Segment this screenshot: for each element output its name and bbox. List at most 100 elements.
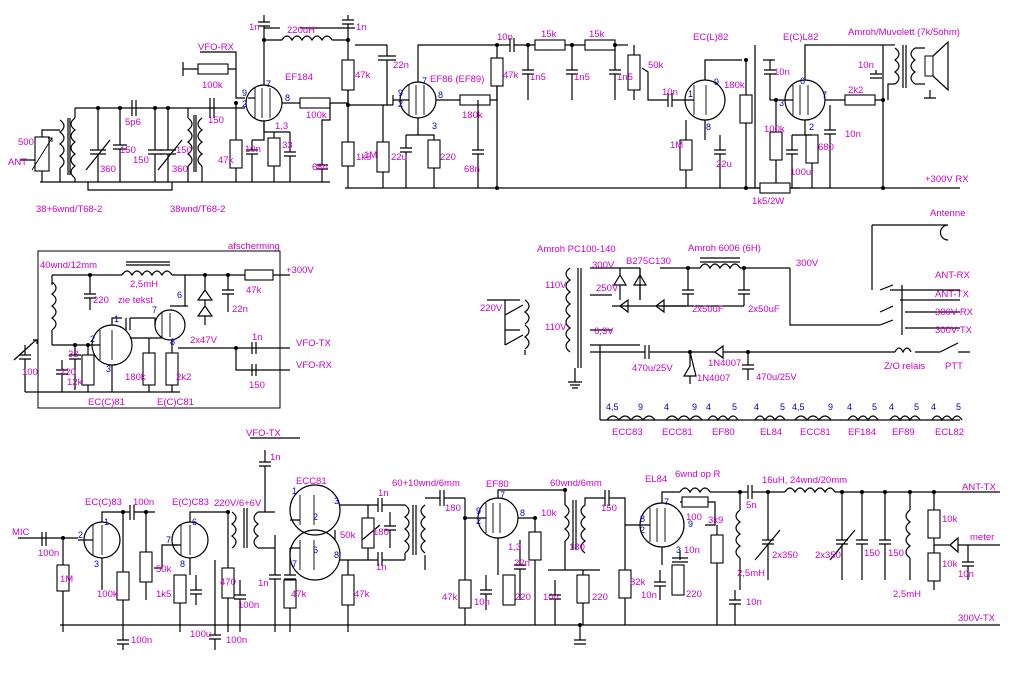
label-c-100u: 100u: [790, 167, 811, 178]
tx-coil-d-label: 16uH, 24wnd/20mm: [762, 475, 847, 486]
psu-c-50u-a-label: 2x50uF: [692, 304, 724, 315]
labels-power-supply: Amroh PC100-140 220V 110V 110V 300V 250V…: [480, 208, 974, 438]
tx-300v-tx-label: 300V-TX: [958, 613, 996, 624]
tx-c-1n-b-label: 1n: [258, 578, 269, 589]
tx-r-47k-c-label: 47k: [442, 592, 458, 603]
pin-label: 7: [822, 90, 827, 100]
pin-label: 6: [192, 517, 197, 527]
tx-tube-ecc83-b-label: E(C)C83: [172, 497, 209, 508]
tx-r-3k9-label: 3k9: [708, 515, 723, 526]
tx-c-180-a-label: 180: [373, 527, 389, 538]
pin-label: 4: [889, 402, 894, 412]
psu-63v-label: 6,3V: [594, 326, 614, 337]
label-c-150-b: 150: [133, 155, 149, 166]
label-c-150-a: 150: [120, 145, 136, 156]
tx-r-1k5-label: 1k5: [156, 589, 171, 600]
psu-c-470u-a-label: 470u/25V: [632, 363, 673, 374]
pin-label: 2: [313, 512, 318, 522]
vfo-choke-label: 2,5mH: [130, 279, 158, 290]
label-r-1m-a: 1M: [364, 150, 377, 161]
tx-c-100n-c-label: 100n: [131, 635, 152, 646]
psu-c-470u-b-label: 470u/25V: [756, 372, 797, 383]
psu-d-a-label: 1N4007: [708, 358, 741, 369]
label-c-360-b: 360: [172, 164, 188, 175]
label-c-22n: 22n: [393, 60, 409, 71]
label-c-5p6: 5p6: [125, 117, 141, 128]
tx-c-150-c-label: 150: [888, 548, 904, 559]
vfo-r-12k-label: 12k: [67, 377, 83, 388]
pin-label: 9: [714, 77, 719, 87]
filament-tube-label: EF89: [892, 427, 915, 438]
tx-tube-ecc81-label: ECC81: [296, 476, 327, 487]
pin-label: 9: [688, 519, 693, 529]
vfo-rx-label: VFO-RX: [198, 42, 235, 53]
pin-label: 3: [779, 98, 784, 108]
psu-choke-label: Amroh 6006 (6H): [688, 243, 761, 254]
tx-c-5n-label: 5n: [746, 500, 757, 511]
psu-ant-rx-label: ANT-RX: [935, 270, 971, 281]
vfo-coil-label: 40wnd/12mm: [40, 260, 97, 271]
pin-label: 2: [640, 525, 645, 535]
pin-label: 6: [177, 290, 182, 300]
label-r-2k2-a: 2k2: [848, 85, 863, 96]
coil-b-label: 38wnd/T68-2: [170, 204, 225, 215]
vfo-c-100-label: 100: [22, 367, 38, 378]
tx-r-220-a-label: 220: [515, 592, 531, 603]
labels-transmitter: VFO-TX MIC 100n 1M EC(C)83 100n 100k 100…: [12, 428, 996, 646]
tx-ant-tx-label: ANT-TX: [962, 482, 996, 493]
psu-250v-label: 250V: [596, 283, 619, 294]
power-supply-section: [487, 224, 970, 422]
pin-label: 1: [292, 486, 297, 496]
psu-bridge-label: B275C130: [626, 256, 671, 267]
labels-vfo: afscherming 40wnd/12mm 2,5mH 220 zie tek…: [22, 241, 333, 408]
pin-label: 9: [638, 402, 643, 412]
pin-label: 3: [432, 121, 437, 131]
pin-label: 6: [800, 76, 805, 86]
pin-label: 2: [398, 99, 403, 109]
pin-label: 6: [313, 545, 318, 555]
label-r-180k-b: 180k: [724, 80, 745, 91]
label-c-10n-e: 10n: [845, 129, 861, 140]
label-r-47k-b: 47k: [218, 155, 234, 166]
vfo-plus300-label: +300V: [286, 265, 314, 276]
tube-ef86-label: EF86 (EF89): [430, 74, 484, 85]
tx-r-10k-a-label: 10k: [942, 514, 958, 525]
label-c-150-d: 150: [208, 115, 224, 126]
tx-r-100k-label: 100k: [97, 589, 118, 600]
pin-label: 3: [334, 496, 339, 506]
pin-label: 2: [476, 516, 481, 526]
tx-c-100n-a-label: 100n: [38, 548, 59, 559]
label-l-220uh: 220uH: [287, 25, 315, 36]
pin-label: 7: [500, 490, 505, 500]
tx-pins-13-label: 1,3: [508, 542, 521, 553]
tx-c-180-c-label: 180: [569, 542, 585, 553]
speaker-label: Amroh/Muvolett (7k/5ohm): [848, 27, 960, 38]
tx-coil-c-label: 6wnd op R: [675, 469, 721, 480]
tx-c-2x350-b-label: 2x350: [815, 550, 841, 561]
tx-meter-label: meter: [970, 532, 994, 543]
tube-ecl82-triode-label: EC(L)82: [693, 32, 728, 43]
psu-110v-b-label: 110V: [545, 322, 567, 333]
psu-300v-tx-label: 300V-TX: [935, 325, 973, 336]
vfo-shield-label: afscherming: [228, 241, 280, 252]
tx-r-1m-label: 1M: [60, 574, 73, 585]
labels-receiver: VFO-RX 100k 1n 220uH 1n EF184 47k 22n 10…: [8, 22, 969, 215]
pin-label: 7: [664, 497, 669, 507]
tube-ef184-label: EF184: [285, 72, 313, 83]
pin-label: 4,5: [606, 402, 619, 412]
tx-c-150-b-label: 150: [864, 548, 880, 559]
psu-300v-rx-label: 300V-RX: [935, 307, 974, 318]
label-c-1n5-c: 1n5: [617, 72, 633, 83]
tx-c-100n-b-label: 100n: [133, 497, 154, 508]
coil-a-label: 38+6wnd/T68-2: [36, 204, 102, 215]
plus300-rx-label: +300V RX: [925, 174, 969, 185]
psu-relay-label: Z/O relais: [884, 361, 925, 372]
filament-tube-label: ECC81: [800, 427, 831, 438]
filament-tube-label: ECL82: [935, 427, 964, 438]
tx-coil-b-label: 60wnd/6mm: [550, 478, 602, 489]
tx-c-1n-d-label: 1n: [376, 562, 387, 573]
pin-label: 3: [676, 545, 681, 555]
tx-r-470-label: 470: [220, 577, 236, 588]
label-pot-50k-a: 50k: [648, 60, 664, 71]
vfo-c-22n-label: 22n: [232, 304, 248, 315]
